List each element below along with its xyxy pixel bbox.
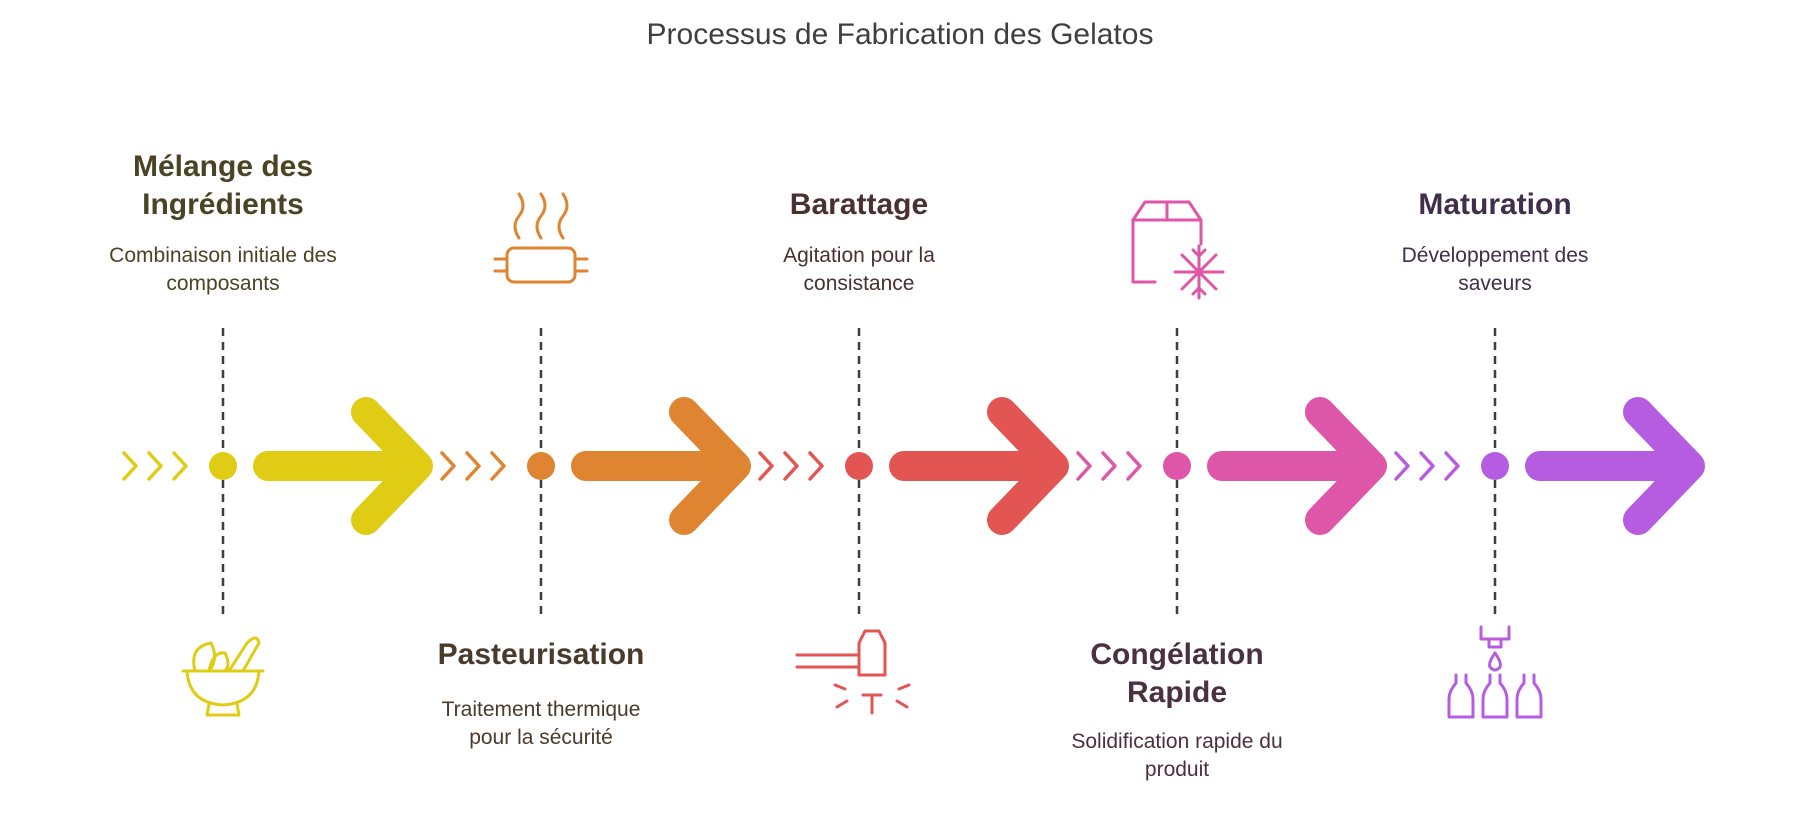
arrow-icon bbox=[1207, 397, 1387, 535]
chevron-icon bbox=[808, 451, 824, 481]
milestone-dot bbox=[845, 452, 873, 480]
milestone-dot bbox=[209, 452, 237, 480]
chevron-icon bbox=[490, 451, 506, 481]
chevron-icon bbox=[1419, 451, 1435, 481]
churning-hammer-icon bbox=[795, 629, 911, 715]
arrow-icon bbox=[253, 397, 433, 535]
milestone-dot bbox=[527, 452, 555, 480]
arrow-icon bbox=[1525, 397, 1705, 535]
step-description: Traitement thermique pour la sécurité bbox=[441, 698, 641, 749]
chevron-icon bbox=[1076, 451, 1092, 481]
chevron-icon bbox=[440, 451, 456, 481]
milestone-dot bbox=[1481, 452, 1509, 480]
arrow-icon bbox=[889, 397, 1069, 535]
chevron-icon bbox=[783, 451, 799, 481]
herb-bowl-icon bbox=[181, 636, 265, 717]
milestone-dot bbox=[1163, 452, 1191, 480]
chevron-icon bbox=[758, 451, 774, 481]
chevron-icon bbox=[1126, 451, 1142, 481]
step-title: Maturation bbox=[1418, 188, 1572, 221]
step-description: Développement des saveurs bbox=[1401, 244, 1589, 295]
chevron-icon bbox=[1101, 451, 1117, 481]
step-title: Congélation Rapide bbox=[1090, 638, 1264, 709]
chevron-icon bbox=[172, 451, 188, 481]
step-title: Barattage bbox=[789, 188, 929, 221]
step-description: Solidification rapide du produit bbox=[1071, 730, 1283, 781]
step-description: Agitation pour la consistance bbox=[783, 244, 935, 295]
step-title: Pasteurisation bbox=[437, 638, 645, 671]
chevron-icon bbox=[147, 451, 163, 481]
chevron-icon bbox=[122, 451, 138, 481]
step-title: Mélange des Ingrédients bbox=[132, 150, 314, 221]
chevron-icon bbox=[1444, 451, 1460, 481]
dropper-bottles-icon bbox=[1447, 625, 1543, 719]
diagram-title: Processus de Fabrication des Gelatos bbox=[646, 18, 1154, 51]
chevron-icon bbox=[465, 451, 481, 481]
chevron-icon bbox=[1394, 451, 1410, 481]
heating-pan-icon bbox=[493, 192, 589, 284]
arrow-icon bbox=[571, 397, 751, 535]
step-description: Combinaison initiale des composants bbox=[109, 244, 337, 295]
frozen-box-icon bbox=[1131, 200, 1225, 300]
